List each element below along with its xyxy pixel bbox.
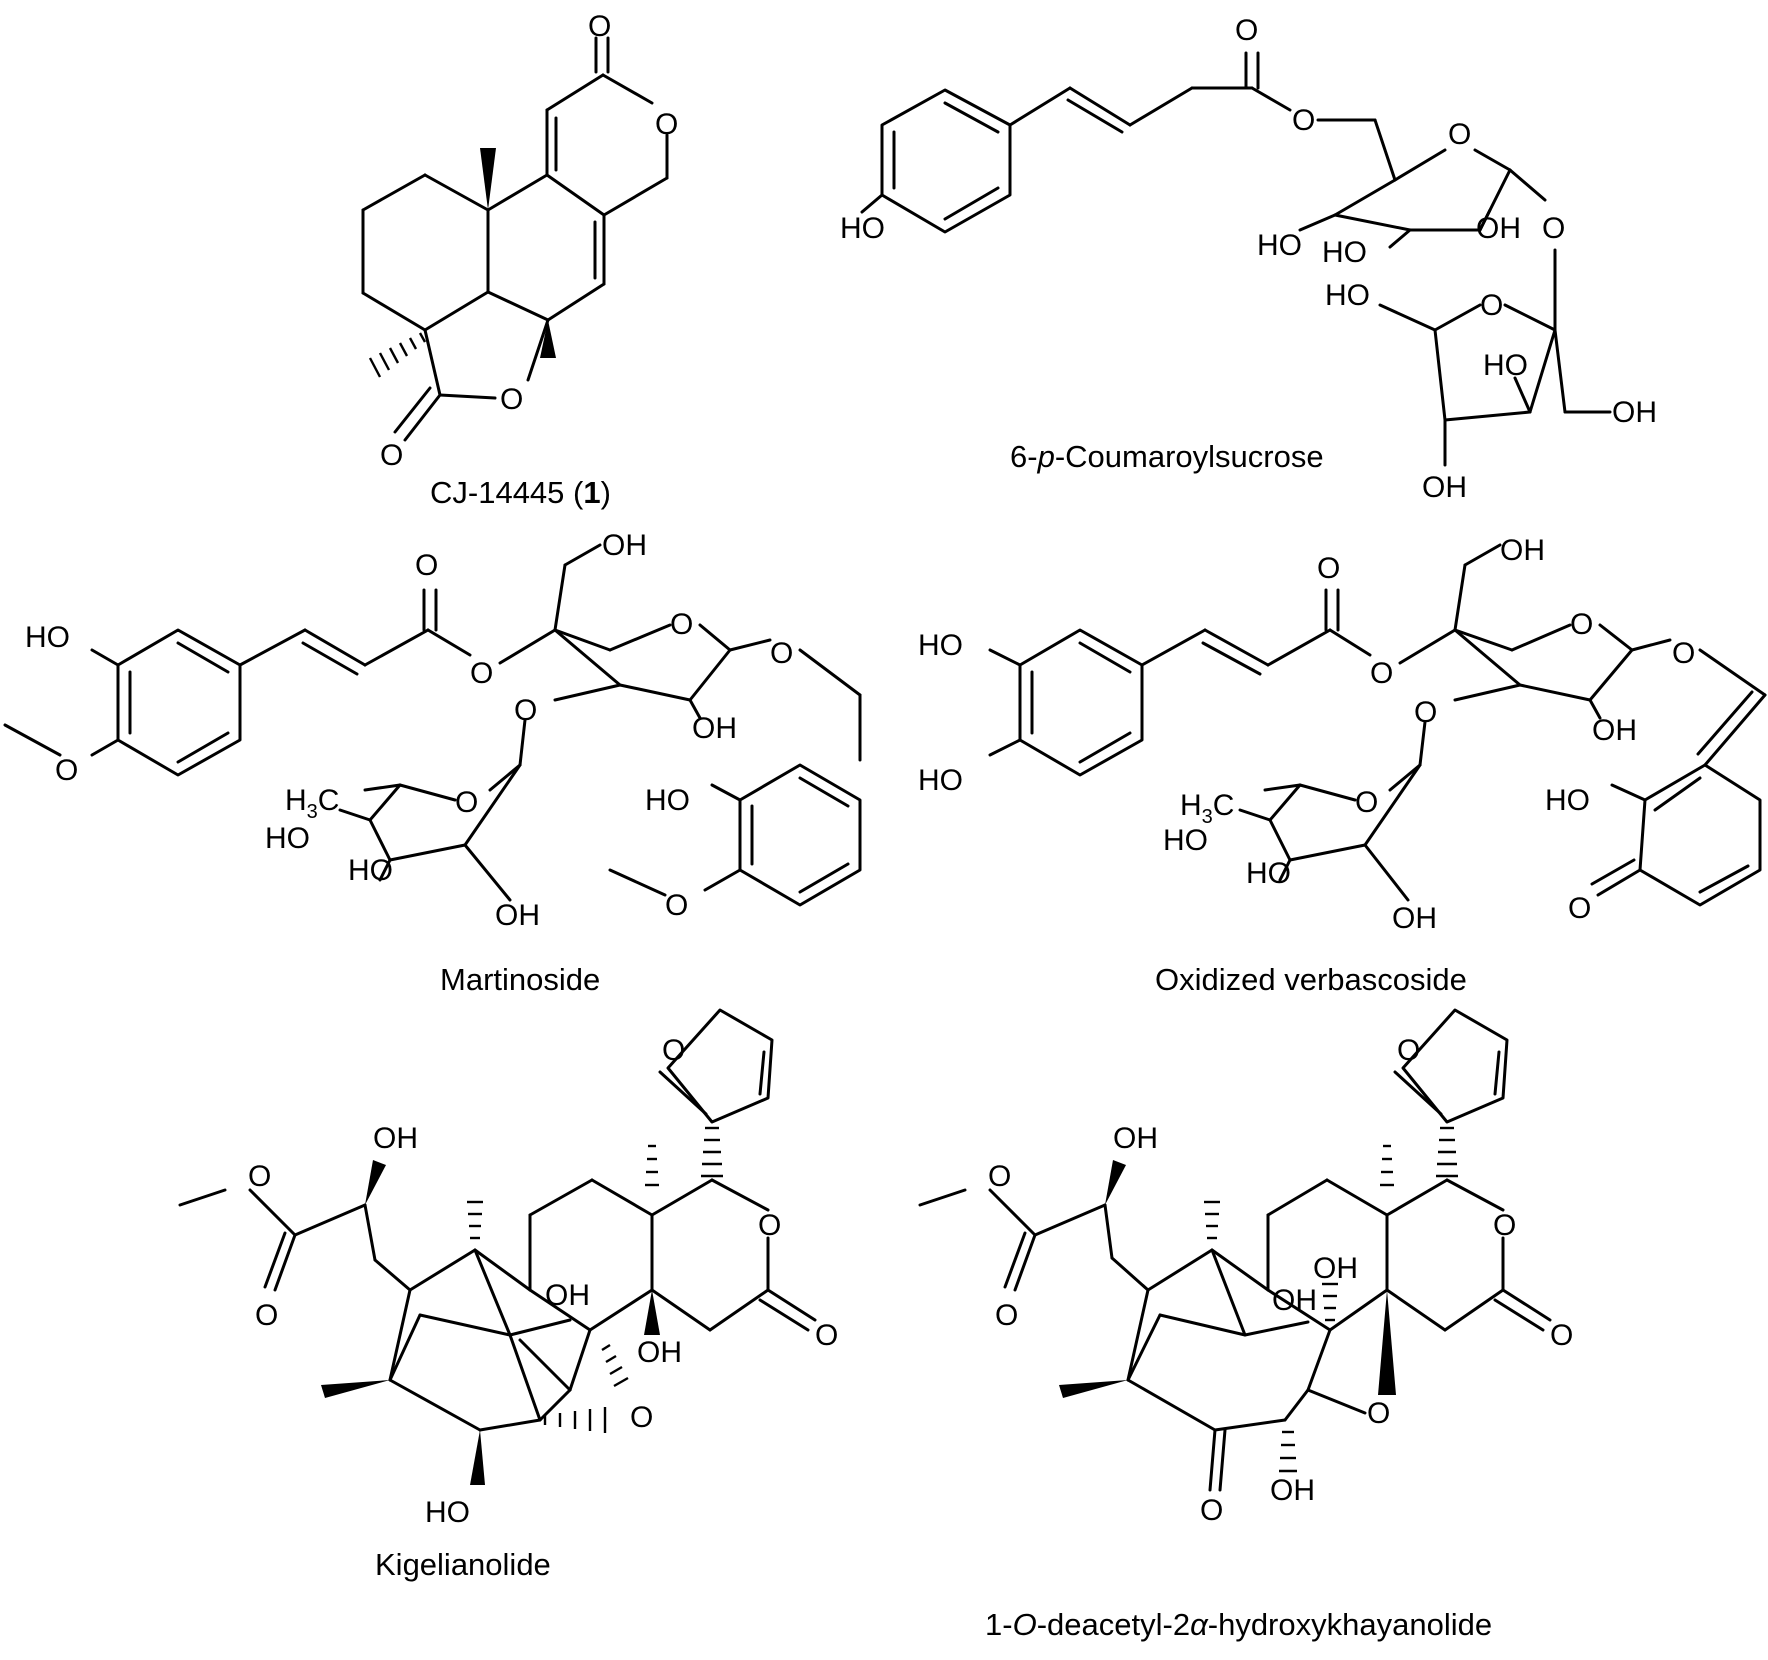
atom-o: O	[55, 754, 78, 787]
atom-o: O	[1550, 1319, 1573, 1352]
atom-o: O	[630, 1401, 653, 1434]
atom-o: O	[380, 439, 403, 472]
atom-o: O	[770, 637, 793, 670]
atom-o: O	[1568, 892, 1591, 925]
caption-martinoside: Martinoside	[440, 962, 600, 997]
atom-o: O	[455, 786, 478, 819]
atom-o: O	[1672, 637, 1695, 670]
atom-ho: HO	[918, 629, 963, 662]
atom-oh: OH	[1500, 534, 1545, 567]
atom-o: O	[1542, 212, 1565, 245]
atom-oh: OH	[1422, 471, 1467, 504]
atom-o: O	[1448, 118, 1471, 151]
atom-o: O	[500, 383, 523, 416]
atom-o: O	[758, 1209, 781, 1242]
atom-ho: HO	[1483, 349, 1528, 382]
atom-oh: OH	[1612, 396, 1657, 429]
atom-o: O	[655, 108, 678, 141]
atom-ho: HO	[425, 1496, 470, 1529]
atom-o: O	[1317, 552, 1340, 585]
atom-oh: OH	[1392, 902, 1437, 935]
atom-o: O	[1570, 608, 1593, 641]
atom-oh: OH	[1272, 1284, 1317, 1317]
atom-ho: HO	[1322, 236, 1367, 269]
caption-cj14445: CJ-14445 (1)	[430, 475, 611, 510]
atom-o: O	[415, 549, 438, 582]
molecule-coumaroylsucrose: HO O O O HO HO OH O	[840, 14, 1657, 504]
atom-o: O	[995, 1299, 1018, 1332]
atom-oh: OH	[1476, 212, 1521, 245]
molecule-oxidized-verbascoside: HO HO O O OH O OH O O	[918, 534, 1767, 997]
atom-oh: OH	[1270, 1474, 1315, 1507]
atom-o: O	[1493, 1209, 1516, 1242]
atom-h3c: H3C	[1180, 789, 1234, 828]
atom-ho: HO	[1545, 784, 1590, 817]
atom-ho: HO	[840, 212, 885, 245]
caption-kigelianolide: Kigelianolide	[375, 1547, 551, 1582]
atom-o: O	[988, 1160, 1011, 1193]
atom-oh: OH	[495, 899, 540, 932]
atom-oh: OH	[1592, 714, 1637, 747]
caption-hydroxykhayanolide: 1-O-deacetyl-2α-hydroxykhayanolide	[985, 1607, 1492, 1642]
atom-ho: HO	[1257, 229, 1302, 262]
molecule-hydroxykhayanolide: O O O	[918, 1008, 1573, 1642]
atom-o: O	[1235, 14, 1258, 47]
atom-o: O	[248, 1160, 271, 1193]
atom-o: O	[255, 1299, 278, 1332]
atom-oh: OH	[602, 529, 647, 562]
atom-ho: HO	[1246, 857, 1291, 890]
atom-ho: HO	[25, 621, 70, 654]
atom-oh: OH	[637, 1336, 682, 1369]
atom-oh: OH	[1113, 1122, 1158, 1155]
atom-oh: OH	[545, 1279, 590, 1312]
atom-ho: HO	[645, 784, 690, 817]
atom-ho: HO	[1325, 279, 1370, 312]
caption-oxidized-verbascoside: Oxidized verbascoside	[1155, 962, 1467, 997]
caption-coumaroylsucrose: 6-p-Coumaroylsucrose	[1010, 439, 1324, 474]
atom-o: O	[1397, 1034, 1420, 1067]
atom-ho: HO	[918, 764, 963, 797]
atom-ho: HO	[265, 822, 310, 855]
atom-o: O	[1200, 1494, 1223, 1527]
atom-o: O	[470, 657, 493, 690]
atom-o: O	[670, 608, 693, 641]
atom-o: O	[662, 1034, 685, 1067]
atom-o: O	[514, 694, 537, 727]
molecule-cj14445: O O O O CJ-14445 (1)	[361, 10, 678, 510]
atom-o: O	[1292, 104, 1315, 137]
molecule-martinoside: HO O O O OH O OH O O	[3, 529, 862, 997]
atom-o: O	[588, 10, 611, 43]
atom-o: O	[1355, 786, 1378, 819]
atom-o: O	[815, 1319, 838, 1352]
atom-oh: OH	[1313, 1252, 1358, 1285]
atom-oh: OH	[373, 1122, 418, 1155]
atom-oh: OH	[692, 712, 737, 745]
atom-h3c: H3C	[285, 784, 339, 823]
atom-ho: HO	[348, 854, 393, 887]
atom-ho: HO	[1163, 824, 1208, 857]
atom-o: O	[1414, 696, 1437, 729]
atom-o: O	[1480, 289, 1503, 322]
atom-o: O	[1367, 1397, 1390, 1430]
atom-o: O	[665, 889, 688, 922]
atom-o: O	[1370, 657, 1393, 690]
molecule-kigelianolide: O O O OH	[178, 1008, 838, 1582]
